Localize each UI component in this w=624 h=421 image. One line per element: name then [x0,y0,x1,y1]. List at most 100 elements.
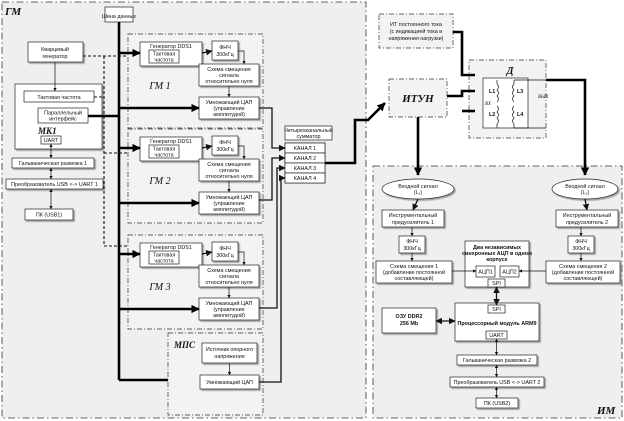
svg-text:амплитудой): амплитудой) [213,206,245,213]
svg-text:Шина данных: Шина данных [102,14,136,20]
svg-text:(управление: (управление [213,201,244,207]
usb-uart-converter-1: Преобразователь USB <-> UART 1 [5,178,104,190]
gm-label: ГМ 1 [148,81,170,92]
gm3-to-ch3 [259,164,286,309]
svg-text:(с индикацией тока и: (с индикацией тока и [390,28,443,35]
svg-text:(добавление постоянной: (добавление постоянной [552,269,614,276]
svg-text:(L₂): (L₂) [581,190,590,196]
mk1-clock: Тактовая частота [37,95,80,101]
svg-text:ОЗУ DDR2: ОЗУ DDR2 [396,314,423,320]
svg-text:300кГц: 300кГц [572,246,589,252]
svg-text:Четырехканальный: Четырехканальный [284,127,333,134]
svg-text:Инструментальный: Инструментальный [563,212,612,219]
svg-text:(L₁): (L₁) [414,190,423,196]
svg-text:ПК (USB2): ПК (USB2) [484,401,510,407]
galvanic-isolation-2: Гальваническая развязка 2 [456,354,538,366]
svg-text:Процессорный модуль ARM9: Процессорный модуль ARM9 [457,320,536,327]
offset-circuit-2: Схема смещения 2 (добавление постоянной … [545,260,621,284]
svg-text:(управление: (управление [213,106,244,112]
svg-text:Преобразователь USB <-> UART 1: Преобразователь USB <-> UART 1 [11,182,98,188]
offset-circuit-1: Схема смещения 1 (добавление постоянной … [375,260,453,284]
quartz-generator: Кварцевый генератор [27,41,84,63]
gm-label: ГМ 2 [148,176,170,187]
svg-text:L1: L1 [489,89,495,95]
gm-block-3: Генератор DDS1ТактоваячастотаФНЧ300кГцСх… [119,234,264,330]
svg-text:сумматор: сумматор [296,134,320,140]
svg-text:Источник опорного: Источник опорного [206,347,253,353]
svg-text:относительно нуля: относительно нуля [205,280,252,286]
svg-text:300кГц: 300кГц [216,52,233,58]
dds-label: Генератор DDS1 [150,245,192,251]
svg-text:относительно нуля: относительно нуля [205,79,252,85]
svg-text:L2: L2 [489,112,495,118]
svg-text:синхронных АЦП в одном: синхронных АЦП в одном [462,251,532,257]
svg-text:сигнала: сигнала [219,274,239,280]
svg-text:амплитудой): амплитудой) [213,111,245,118]
mps-to-ch4 [259,174,286,383]
instrumental-amp-1: Инструментальный предусилитель 1 [381,209,445,228]
svg-text:Схема смещения: Схема смещения [207,162,250,168]
svg-text:Схема смещения: Схема смещения [207,268,250,274]
svg-text:Инструментальный: Инструментальный [389,212,438,219]
svg-text:Входной сигнал: Входной сигнал [398,183,437,190]
svg-text:ФНЧ: ФНЧ [219,246,231,252]
gm1-to-ch1 [259,107,286,152]
svg-text:генератор: генератор [42,54,67,60]
svg-text:составляющей): составляющей) [564,275,603,282]
svg-text:ВЫХ: ВЫХ [538,95,549,100]
svg-text:Гальваническая развязка 2: Гальваническая развязка 2 [463,358,531,364]
dds-clock-label: Тактовая [153,253,176,259]
adder-to-itun [325,102,386,165]
im-region-label: ИМ [596,405,617,417]
svg-text:Входной сигнал: Входной сигнал [565,183,604,190]
instrumental-amp-2: Инструментальный предусилитель 2 [555,209,619,228]
svg-text:напряжения нагрузки): напряжения нагрузки) [389,36,444,42]
input-signal-1: Входной сигнал (L₁) [381,178,455,200]
svg-text:ФНЧ: ФНЧ [219,45,231,51]
mk1-name: МК1 [37,126,57,136]
svg-text:сигнала: сигнала [219,73,239,79]
svg-text:L4: L4 [517,112,523,118]
svg-text:амплитудой): амплитудой) [213,312,245,319]
svg-text:Схема смещения 2: Схема смещения 2 [559,264,607,270]
svg-text:(управление: (управление [213,307,244,313]
svg-text:UART: UART [44,138,59,144]
svg-text:ПК (USB1): ПК (USB1) [36,213,62,219]
svg-text:составляющей): составляющей) [395,275,434,282]
svg-text:Умножающий ЦАП: Умножающий ЦАП [206,194,253,201]
svg-text:Умножающий ЦАП: Умножающий ЦАП [206,379,253,386]
svg-text:SPI: SPI [492,307,501,313]
svg-text:корпусе: корпусе [486,257,507,263]
svg-text:относительно нуля: относительно нуля [205,174,252,180]
svg-text:частота: частота [154,58,173,64]
adder-channel-4: КАНАЛ 4 [294,176,316,182]
itun-to-d [447,89,475,98]
svg-text:Схема смещения 1: Схема смещения 1 [390,264,438,270]
d-block-label: Д [506,66,515,77]
svg-text:ИТУН: ИТУН [401,93,434,105]
svg-text:Схема смещения: Схема смещения [207,67,250,73]
svg-text:UART: UART [489,333,504,339]
gm-block-2: Генератор DDS1ТактоваячастотаФНЧ300кГцСх… [119,128,264,224]
gm-block-1: Генератор DDS1ТактоваячастотаФНЧ300кГцСх… [119,33,264,129]
svg-text:Параллельный: Параллельный [44,110,82,117]
usb-uart-converter-2: Преобразователь USB <-> UART 2 [449,376,545,388]
svg-text:Преобразователь USB <-> UART 2: Преобразователь USB <-> UART 2 [454,380,541,386]
svg-text:Два независимых: Два независимых [473,245,521,251]
svg-text:ИТ постоянного тока: ИТ постоянного тока [390,22,442,28]
d-block: Д ВХ ВЫХ L1 L2 L3 L4 [468,59,549,139]
pc-usb2: ПК (USB2) [475,397,519,409]
svg-text:300кГц: 300кГц [216,147,233,153]
four-channel-adder: Четырехканальный сумматор КАНАЛ 1 КАНАЛ … [284,125,333,184]
svg-text:сигнала: сигнала [219,168,239,174]
adc1-label: АЦП1 [478,270,492,276]
galvanic-isolation-1: Гальваническая развязка 1 [11,157,95,169]
dds-clock-label: Тактовая [153,147,176,153]
cpu-module-arm9: SPI Процессорный модуль ARM9 UART [454,302,540,342]
dual-adc: Два независимых синхронных АЦП в одном к… [462,240,532,288]
svg-text:256 Mb: 256 Mb [400,321,419,327]
mk1-controller: Тактовая частота Параллельный интерфейс … [14,83,103,150]
svg-text:частота: частота [154,153,173,159]
gm-blocks: Генератор DDS1ТактоваячастотаФНЧ300кГцСх… [119,33,264,330]
